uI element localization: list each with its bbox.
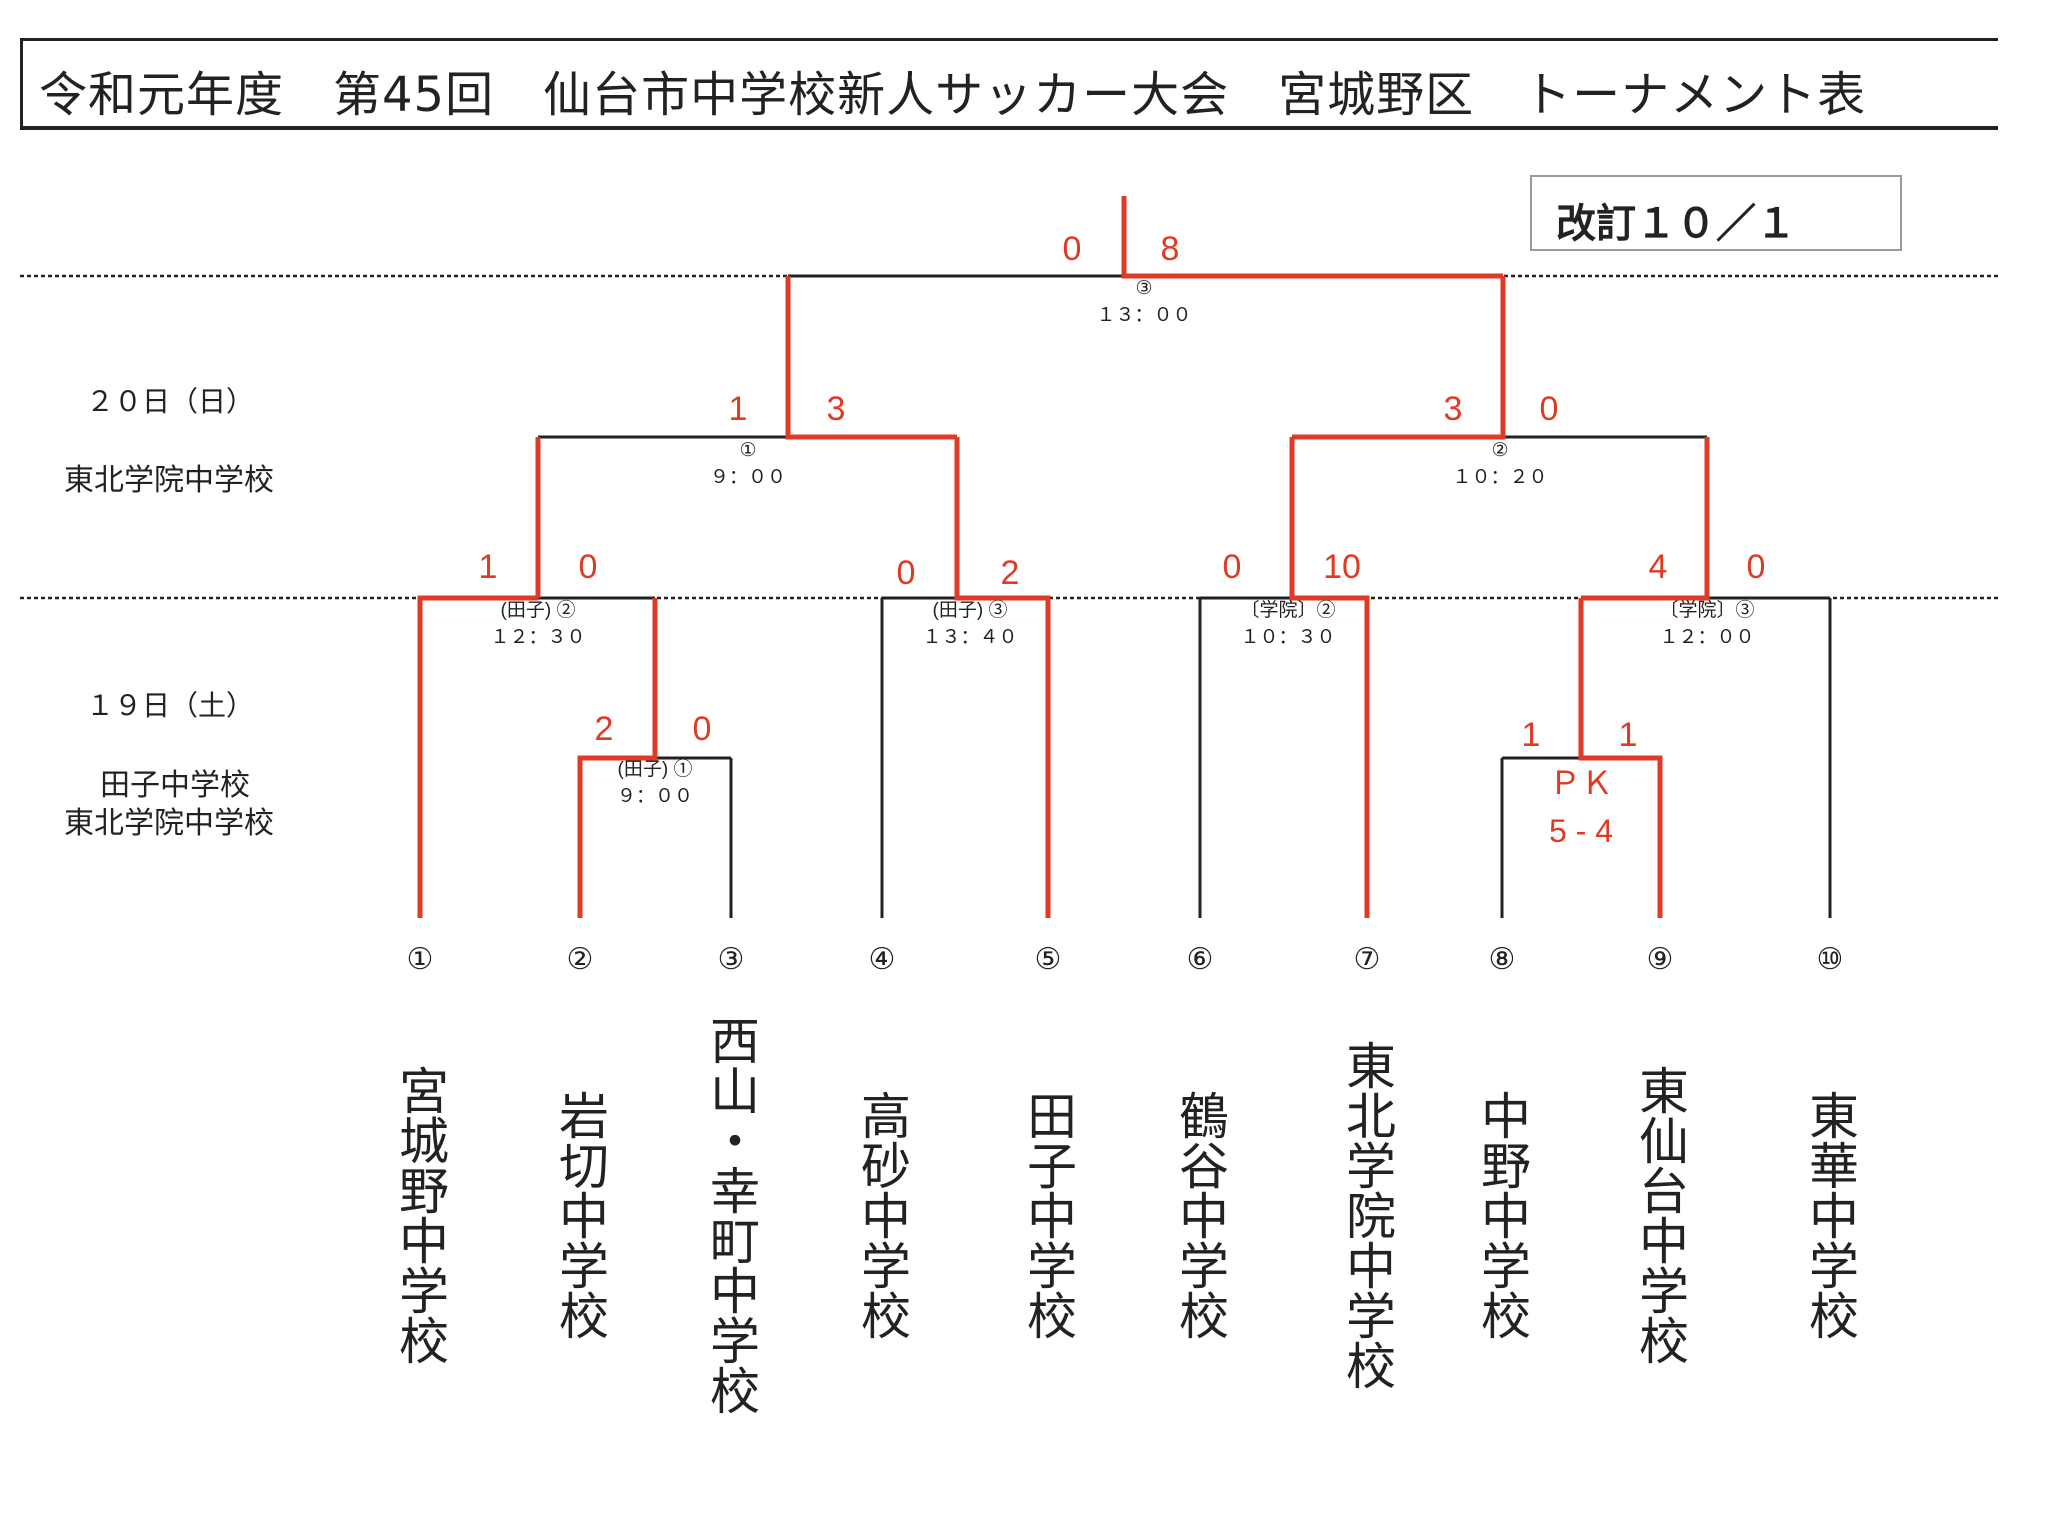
day1-venue-2: 東北学院中学校 <box>64 806 274 841</box>
m6-right-score: 0 <box>1747 548 1766 586</box>
team-3-name: 西山・幸町中学校 <box>702 1015 760 1415</box>
team-10-name: 東華中学校 <box>1801 1090 1859 1340</box>
m6-left-score: 4 <box>1649 548 1668 586</box>
m5-right-score: 1 <box>1619 716 1638 754</box>
m5-left-score: 1 <box>1522 716 1541 754</box>
team-10-number: ⑩ <box>1816 942 1844 977</box>
team-3-number: ③ <box>717 942 745 977</box>
m9-time: １３：００ <box>1096 305 1191 326</box>
team-1: ① 宮城野中学校 <box>380 940 460 1450</box>
m7-time: ９：００ <box>710 467 786 488</box>
m8-time: １０：２０ <box>1452 467 1547 488</box>
tournament-bracket: (田子) ① ９：００ (田子) ② １２：３０ (田子) ③ １３：４０ 〔学… <box>20 196 1998 918</box>
team-2-name: 岩切中学校 <box>551 1090 609 1340</box>
page-title: 令和元年度 第45回 仙台市中学校新人サッカー大会 宮城野区 トーナメント表 <box>39 67 1867 123</box>
team-3: ③ 西山・幸町中学校 <box>691 940 771 1450</box>
team-5-name: 田子中学校 <box>1019 1090 1077 1340</box>
team-4: ④ 高砂中学校 <box>842 940 922 1450</box>
team-6-name: 鶴谷中学校 <box>1171 1090 1229 1340</box>
m3-right-score: 2 <box>1001 554 1020 592</box>
day2-label: ２０日（日） <box>86 385 255 418</box>
team-10: ⑩ 東華中学校 <box>1790 940 1870 1450</box>
m9-right-score: 8 <box>1161 230 1180 268</box>
team-2-number: ② <box>566 942 594 977</box>
m2-time: １２：３０ <box>490 627 585 648</box>
team-4-name: 高砂中学校 <box>853 1090 911 1340</box>
revision-label: 改訂１０／１ <box>1556 201 1796 247</box>
m7-right-score: 3 <box>827 390 846 428</box>
m8-right-score: 0 <box>1540 390 1559 428</box>
team-5: ⑤ 田子中学校 <box>1008 940 1088 1450</box>
m4-time: １０：３０ <box>1240 627 1335 648</box>
m1-time: ９：００ <box>617 786 693 807</box>
m1-label: (田子) ① <box>618 758 693 780</box>
team-7: ⑦ 東北学院中学校 <box>1327 940 1407 1450</box>
m2-label: (田子) ② <box>501 599 576 621</box>
team-9-number: ⑨ <box>1646 942 1674 977</box>
team-7-number: ⑦ <box>1353 942 1381 977</box>
m8-label: ② <box>1491 440 1508 461</box>
team-8-name: 中野中学校 <box>1473 1090 1531 1340</box>
m3-label: (田子) ③ <box>933 599 1008 621</box>
team-6: ⑥ 鶴谷中学校 <box>1160 940 1240 1450</box>
m7-left-score: 1 <box>729 390 748 428</box>
title-box: 令和元年度 第45回 仙台市中学校新人サッカー大会 宮城野区 トーナメント表 <box>20 38 1998 130</box>
m4-right-score: 10 <box>1323 548 1361 586</box>
match-info: (田子) ① ９：００ (田子) ② １２：３０ (田子) ③ １３：４０ 〔学… <box>490 278 1754 807</box>
m4-label: 〔学院〕② <box>1240 599 1335 621</box>
day1-venue-1: 田子中学校 <box>100 768 250 803</box>
m3-left-score: 0 <box>897 554 916 592</box>
team-8: ⑧ 中野中学校 <box>1462 940 1542 1450</box>
m2-right-score: 0 <box>579 548 598 586</box>
revision-box: 改訂１０／１ <box>1530 175 1902 251</box>
team-1-number: ① <box>406 942 434 977</box>
m5-pk-label: ＰＫ <box>1549 765 1613 801</box>
m4-left-score: 0 <box>1223 548 1242 586</box>
m9-label: ③ <box>1135 278 1152 299</box>
day1-label: １９日（土） <box>86 689 255 722</box>
m3-time: １３：４０ <box>922 627 1017 648</box>
m2-left-score: 1 <box>479 548 498 586</box>
team-2: ② 岩切中学校 <box>540 940 620 1450</box>
m8-left-score: 3 <box>1444 390 1463 428</box>
team-4-number: ④ <box>868 942 896 977</box>
m6-time: １２：００ <box>1659 627 1754 648</box>
m9-left-score: 0 <box>1063 230 1082 268</box>
m1-left-score: 2 <box>595 710 614 748</box>
team-9: ⑨ 東仙台中学校 <box>1620 940 1700 1450</box>
team-9-name: 東仙台中学校 <box>1631 1065 1689 1365</box>
m1-right-score: 0 <box>693 710 712 748</box>
team-1-name: 宮城野中学校 <box>391 1065 449 1365</box>
team-7-name: 東北学院中学校 <box>1338 1040 1396 1390</box>
m7-label: ① <box>739 440 756 461</box>
scores: 2 0 1 0 0 2 0 10 1 1 4 0 1 3 3 0 0 8 ＰＫ … <box>479 230 1766 849</box>
m6-label: 〔学院〕③ <box>1659 599 1754 621</box>
winner-path <box>417 196 1710 918</box>
team-6-number: ⑥ <box>1186 942 1214 977</box>
team-8-number: ⑧ <box>1488 942 1516 977</box>
m5-pk-score: 5 - 4 <box>1549 813 1613 849</box>
team-5-number: ⑤ <box>1034 942 1062 977</box>
day2-venue: 東北学院中学校 <box>64 463 274 498</box>
